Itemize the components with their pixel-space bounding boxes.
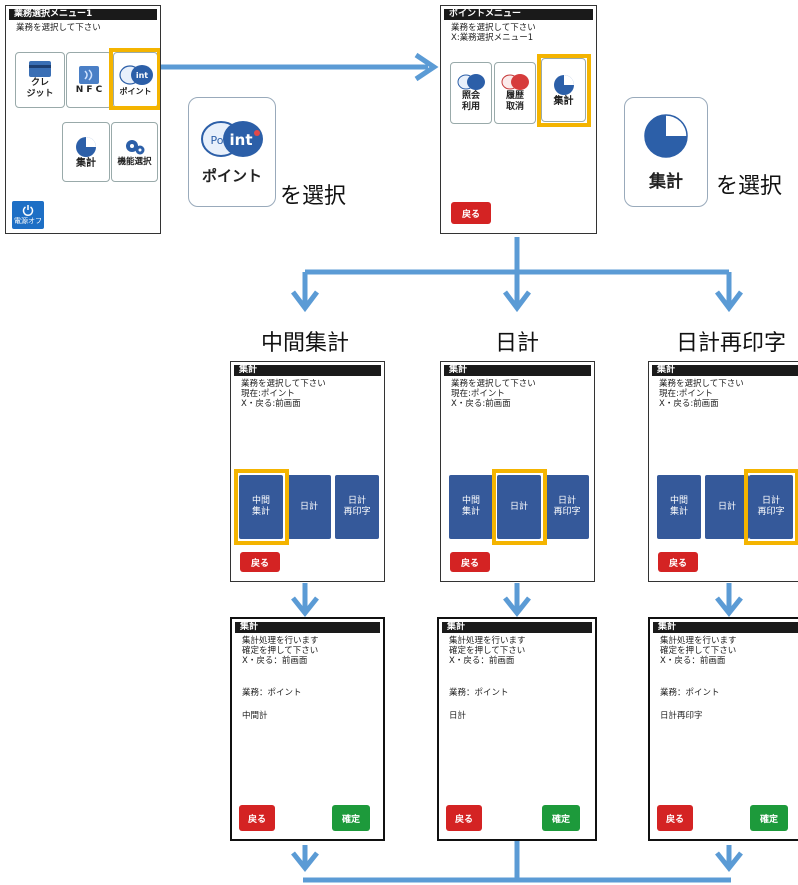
daily-reprint-button[interactable]: 日計 再印字 xyxy=(749,475,793,539)
point-tile[interactable]: int ポイント xyxy=(113,52,158,108)
credit-label: クレ ジット xyxy=(26,78,54,99)
nfc-tile[interactable]: N F C xyxy=(66,52,112,108)
screen-message: 業務を選択して下さい 現在:ポイント X・戻る:前画面 xyxy=(241,379,326,409)
point-select-caption: を選択 xyxy=(280,184,347,209)
column-label-daily: 日計 xyxy=(494,331,539,356)
screen-title: 集計 xyxy=(653,622,798,633)
point-logo-icon: int xyxy=(118,64,153,85)
svg-text:int: int xyxy=(135,71,147,80)
aggregate-item-text: 日計 xyxy=(449,711,467,721)
credit-card-icon xyxy=(29,61,51,77)
nfc-label: N F C xyxy=(75,84,103,95)
inquiry-tile[interactable]: 照会 利用 xyxy=(450,62,492,124)
point-label: ポイント xyxy=(119,86,152,96)
interim-aggregate-button[interactable]: 中間 集計 xyxy=(657,475,701,539)
aggregate-select-screen-daily: 集計 業務を選択して下さい 現在:ポイント X・戻る:前画面 中間 集計 日計 … xyxy=(440,361,595,582)
function-select-label: 機能選択 xyxy=(117,156,152,167)
svg-text:Po: Po xyxy=(211,134,224,147)
daily-reprint-button[interactable]: 日計 再印字 xyxy=(335,475,379,539)
back-button[interactable]: 戻る xyxy=(446,805,482,831)
power-icon xyxy=(22,204,34,216)
screen-message: 業務を選択して下さい xyxy=(16,23,101,33)
history-cancel-tile[interactable]: 履歴 取消 xyxy=(494,62,536,124)
business-text: 業務：ポイント xyxy=(660,688,720,698)
confirm-button[interactable]: 確定 xyxy=(542,805,580,831)
gear-icon xyxy=(125,139,144,154)
power-label: 電源オフ xyxy=(14,216,42,225)
business-menu-screen: 業務選択メニュー1 業務を選択して下さい クレ ジット N F C int ポイ… xyxy=(5,5,161,234)
back-button[interactable]: 戻る xyxy=(657,805,693,831)
reprint-highlight xyxy=(744,469,798,545)
screen-title: 集計 xyxy=(652,365,798,376)
arrow-menu1-head xyxy=(414,52,439,82)
column-label-reprint: 日計再印字 xyxy=(675,331,786,356)
aggregate-select-screen-interim: 集計 業務を選択して下さい 現在:ポイント X・戻る:前画面 中間 集計 日計 … xyxy=(230,361,385,582)
svg-text:int: int xyxy=(230,131,253,149)
point-callout-label: ポイント xyxy=(201,166,262,185)
business-text: 業務：ポイント xyxy=(449,688,509,698)
screen-title: 集計 xyxy=(234,365,381,376)
screen-title: 集計 xyxy=(235,622,380,633)
aggregate-callout-label: 集計 xyxy=(649,171,683,192)
point-highlight xyxy=(109,48,160,110)
screen-title: 業務選択メニュー1 xyxy=(9,9,157,20)
aggregate-callout-icon: 集計 xyxy=(624,97,708,207)
point-logo-icon: Po int xyxy=(201,120,263,157)
aggregate-confirm-screen-daily: 集計 集計処理を行います 確定を押して下さい X・戻る：前画面 業務：ポイント … xyxy=(437,617,597,841)
back-button[interactable]: 戻る xyxy=(451,202,491,224)
power-off-button[interactable]: 電源オフ xyxy=(12,201,44,229)
point-menu-screen: ポイントメニュー 業務を選択して下さい X:業務選択メニュー1 照会 利用 履歴… xyxy=(440,5,597,234)
screen-message: 業務を選択して下さい 現在:ポイント X・戻る:前画面 xyxy=(659,379,744,409)
daily-highlight xyxy=(492,469,547,545)
screen-title: ポイントメニュー xyxy=(444,9,593,20)
pie-chart-icon xyxy=(76,136,96,157)
aggregate-item-text: 日計再印字 xyxy=(660,711,703,721)
confirm-button[interactable]: 確定 xyxy=(750,805,788,831)
aggregate-label: 集計 xyxy=(76,157,96,169)
history-cancel-label: 履歴 取消 xyxy=(505,91,524,112)
back-button[interactable]: 戻る xyxy=(240,552,280,572)
confirm-button[interactable]: 確定 xyxy=(332,805,370,831)
interim-aggregate-button[interactable]: 中間 集計 xyxy=(239,475,283,539)
interim-highlight xyxy=(234,469,289,545)
screen-title: 集計 xyxy=(442,622,592,633)
aggregate-select-screen-reprint: 集計 業務を選択して下さい 現在:ポイント X・戻る:前画面 中間 集計 日計 … xyxy=(648,361,798,582)
screen-message: 集計処理を行います 確定を押して下さい X・戻る：前画面 xyxy=(242,636,319,666)
screen-message: 集計処理を行います 確定を押して下さい X・戻る：前画面 xyxy=(449,636,526,666)
point-callout-icon: Po int ポイント xyxy=(188,97,276,207)
function-select-tile[interactable]: 機能選択 xyxy=(111,122,158,182)
daily-total-button[interactable]: 日計 xyxy=(287,475,331,539)
point-cancel-icon xyxy=(501,74,529,90)
back-button[interactable]: 戻る xyxy=(658,552,698,572)
pie-chart-icon xyxy=(644,113,688,158)
column-label-interim: 中間集計 xyxy=(260,331,349,356)
screen-message: 業務を選択して下さい X:業務選択メニュー1 xyxy=(451,23,536,43)
aggregate-confirm-screen-interim: 集計 集計処理を行います 確定を押して下さい X・戻る：前画面 業務：ポイント … xyxy=(230,617,385,841)
back-button[interactable]: 戻る xyxy=(450,552,490,572)
aggregate-confirm-screen-reprint: 集計 集計処理を行います 確定を押して下さい X・戻る：前画面 業務：ポイント … xyxy=(648,617,798,841)
credit-tile[interactable]: クレ ジット xyxy=(15,52,65,108)
aggregate-label: 集計 xyxy=(553,95,574,107)
screen-message: 業務を選択して下さい 現在:ポイント X・戻る:前画面 xyxy=(451,379,536,409)
business-text: 業務：ポイント xyxy=(242,688,302,698)
inquiry-label: 照会 利用 xyxy=(461,91,480,112)
daily-total-button[interactable]: 日計 xyxy=(705,475,749,539)
aggregate-item-text: 中間計 xyxy=(242,711,268,721)
interim-aggregate-button[interactable]: 中間 集計 xyxy=(449,475,493,539)
back-button[interactable]: 戻る xyxy=(239,805,275,831)
screen-message: 集計処理を行います 確定を押して下さい X・戻る：前画面 xyxy=(660,636,737,666)
daily-reprint-button[interactable]: 日計 再印字 xyxy=(545,475,589,539)
screen-title: 集計 xyxy=(444,365,591,376)
nfc-icon xyxy=(79,65,99,84)
aggregate-highlight xyxy=(537,54,591,127)
aggregate-select-caption: を選択 xyxy=(716,174,783,199)
aggregate-tile[interactable]: 集計 xyxy=(62,122,110,182)
point-logo-icon xyxy=(457,74,485,90)
aggregate-tile[interactable]: 集計 xyxy=(541,58,586,122)
pie-chart-icon xyxy=(553,74,574,95)
daily-total-button[interactable]: 日計 xyxy=(497,475,541,539)
